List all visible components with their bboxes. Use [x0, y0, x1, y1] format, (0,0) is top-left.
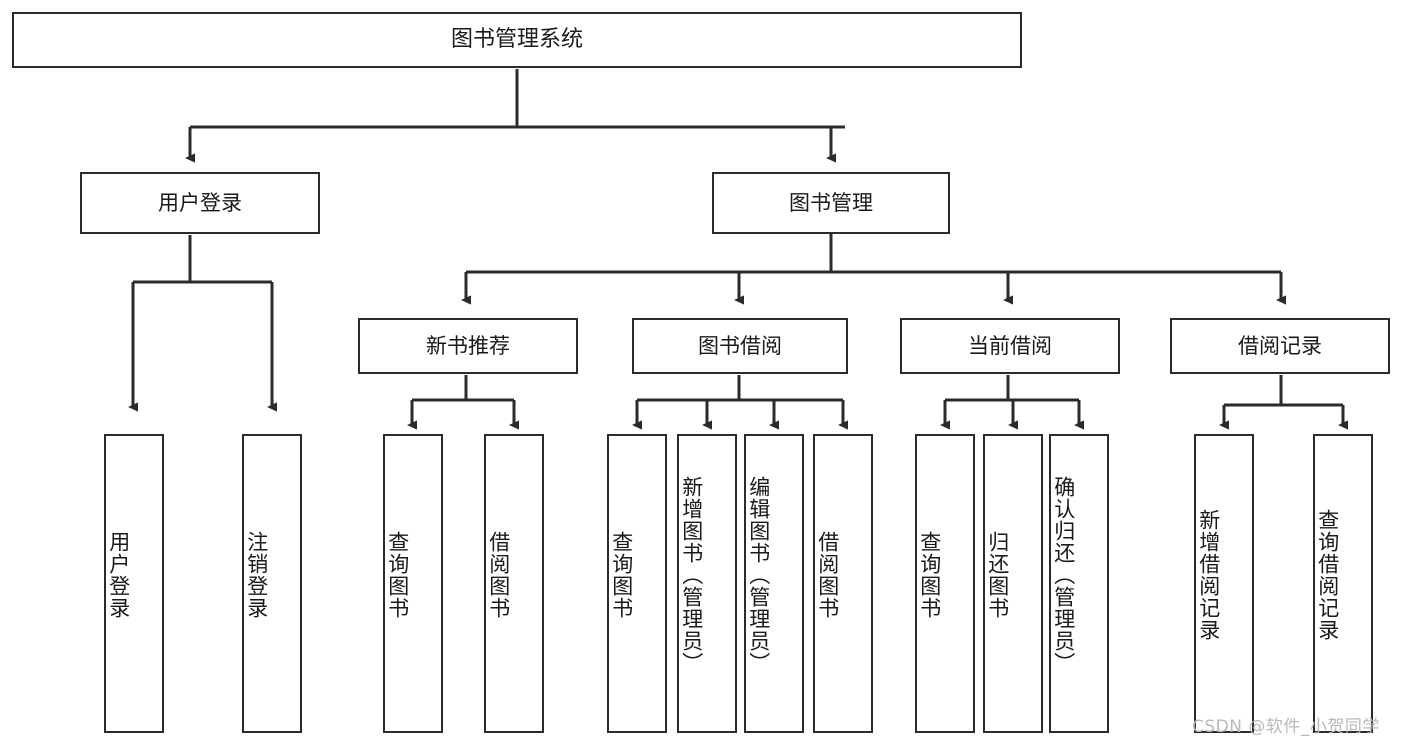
- node-root[interactable]: 图书管理系统: [12, 12, 1022, 68]
- node-leaf-query-book-1[interactable]: 查询图书: [383, 434, 443, 733]
- node-leaf-query-book-3[interactable]: 查询图书: [915, 434, 975, 733]
- node-leaf-query-record-label: 查询借阅记录: [1315, 508, 1340, 641]
- node-leaf-user-login-label: 用户登录: [106, 530, 131, 619]
- node-leaf-query-book-2[interactable]: 查询图书: [607, 434, 667, 733]
- node-book-manage-label: 图书管理: [789, 190, 873, 215]
- node-leaf-query-book-1-label: 查询图书: [385, 530, 410, 619]
- node-leaf-borrow-book-2[interactable]: 借阅图书: [813, 434, 873, 733]
- node-leaf-user-login[interactable]: 用户登录: [104, 434, 164, 733]
- node-leaf-confirm-return-label: 确认归还（管理员）: [1051, 475, 1076, 674]
- node-book-borrow[interactable]: 图书借阅: [632, 318, 848, 374]
- node-new-book-recommend-label: 新书推荐: [426, 333, 510, 358]
- node-book-borrow-label: 图书借阅: [698, 333, 782, 358]
- node-leaf-add-record[interactable]: 新增借阅记录: [1194, 434, 1254, 733]
- node-leaf-return-book[interactable]: 归还图书: [983, 434, 1043, 733]
- node-borrow-record[interactable]: 借阅记录: [1170, 318, 1390, 374]
- node-leaf-borrow-book-1[interactable]: 借阅图书: [484, 434, 544, 733]
- node-leaf-add-record-label: 新增借阅记录: [1196, 508, 1221, 641]
- node-leaf-return-book-label: 归还图书: [985, 530, 1010, 619]
- node-leaf-query-book-2-label: 查询图书: [609, 530, 634, 619]
- node-leaf-borrow-book-2-label: 借阅图书: [815, 530, 840, 619]
- node-new-book-recommend[interactable]: 新书推荐: [358, 318, 578, 374]
- node-leaf-logout-login-label: 注销登录: [244, 530, 269, 619]
- node-leaf-logout-login[interactable]: 注销登录: [242, 434, 302, 733]
- node-leaf-confirm-return[interactable]: 确认归还（管理员）: [1049, 434, 1109, 733]
- node-user-login[interactable]: 用户登录: [80, 172, 320, 234]
- node-leaf-borrow-book-1-label: 借阅图书: [486, 530, 511, 619]
- csdn-watermark: CSDN @软件_小贺同学: [1192, 717, 1380, 737]
- node-root-label: 图书管理系统: [450, 27, 583, 53]
- node-borrow-record-label: 借阅记录: [1238, 333, 1322, 358]
- node-leaf-add-book[interactable]: 新增图书（管理员）: [677, 434, 737, 733]
- node-leaf-edit-book-label: 编辑图书（管理员）: [746, 475, 771, 674]
- node-book-manage[interactable]: 图书管理: [712, 172, 950, 234]
- node-current-borrow-label: 当前借阅: [968, 333, 1052, 358]
- node-leaf-add-book-label: 新增图书（管理员）: [679, 475, 704, 674]
- node-current-borrow[interactable]: 当前借阅: [900, 318, 1120, 374]
- node-leaf-edit-book[interactable]: 编辑图书（管理员）: [744, 434, 804, 733]
- node-leaf-query-record[interactable]: 查询借阅记录: [1313, 434, 1373, 733]
- node-user-login-label: 用户登录: [158, 190, 242, 215]
- node-leaf-query-book-3-label: 查询图书: [917, 530, 942, 619]
